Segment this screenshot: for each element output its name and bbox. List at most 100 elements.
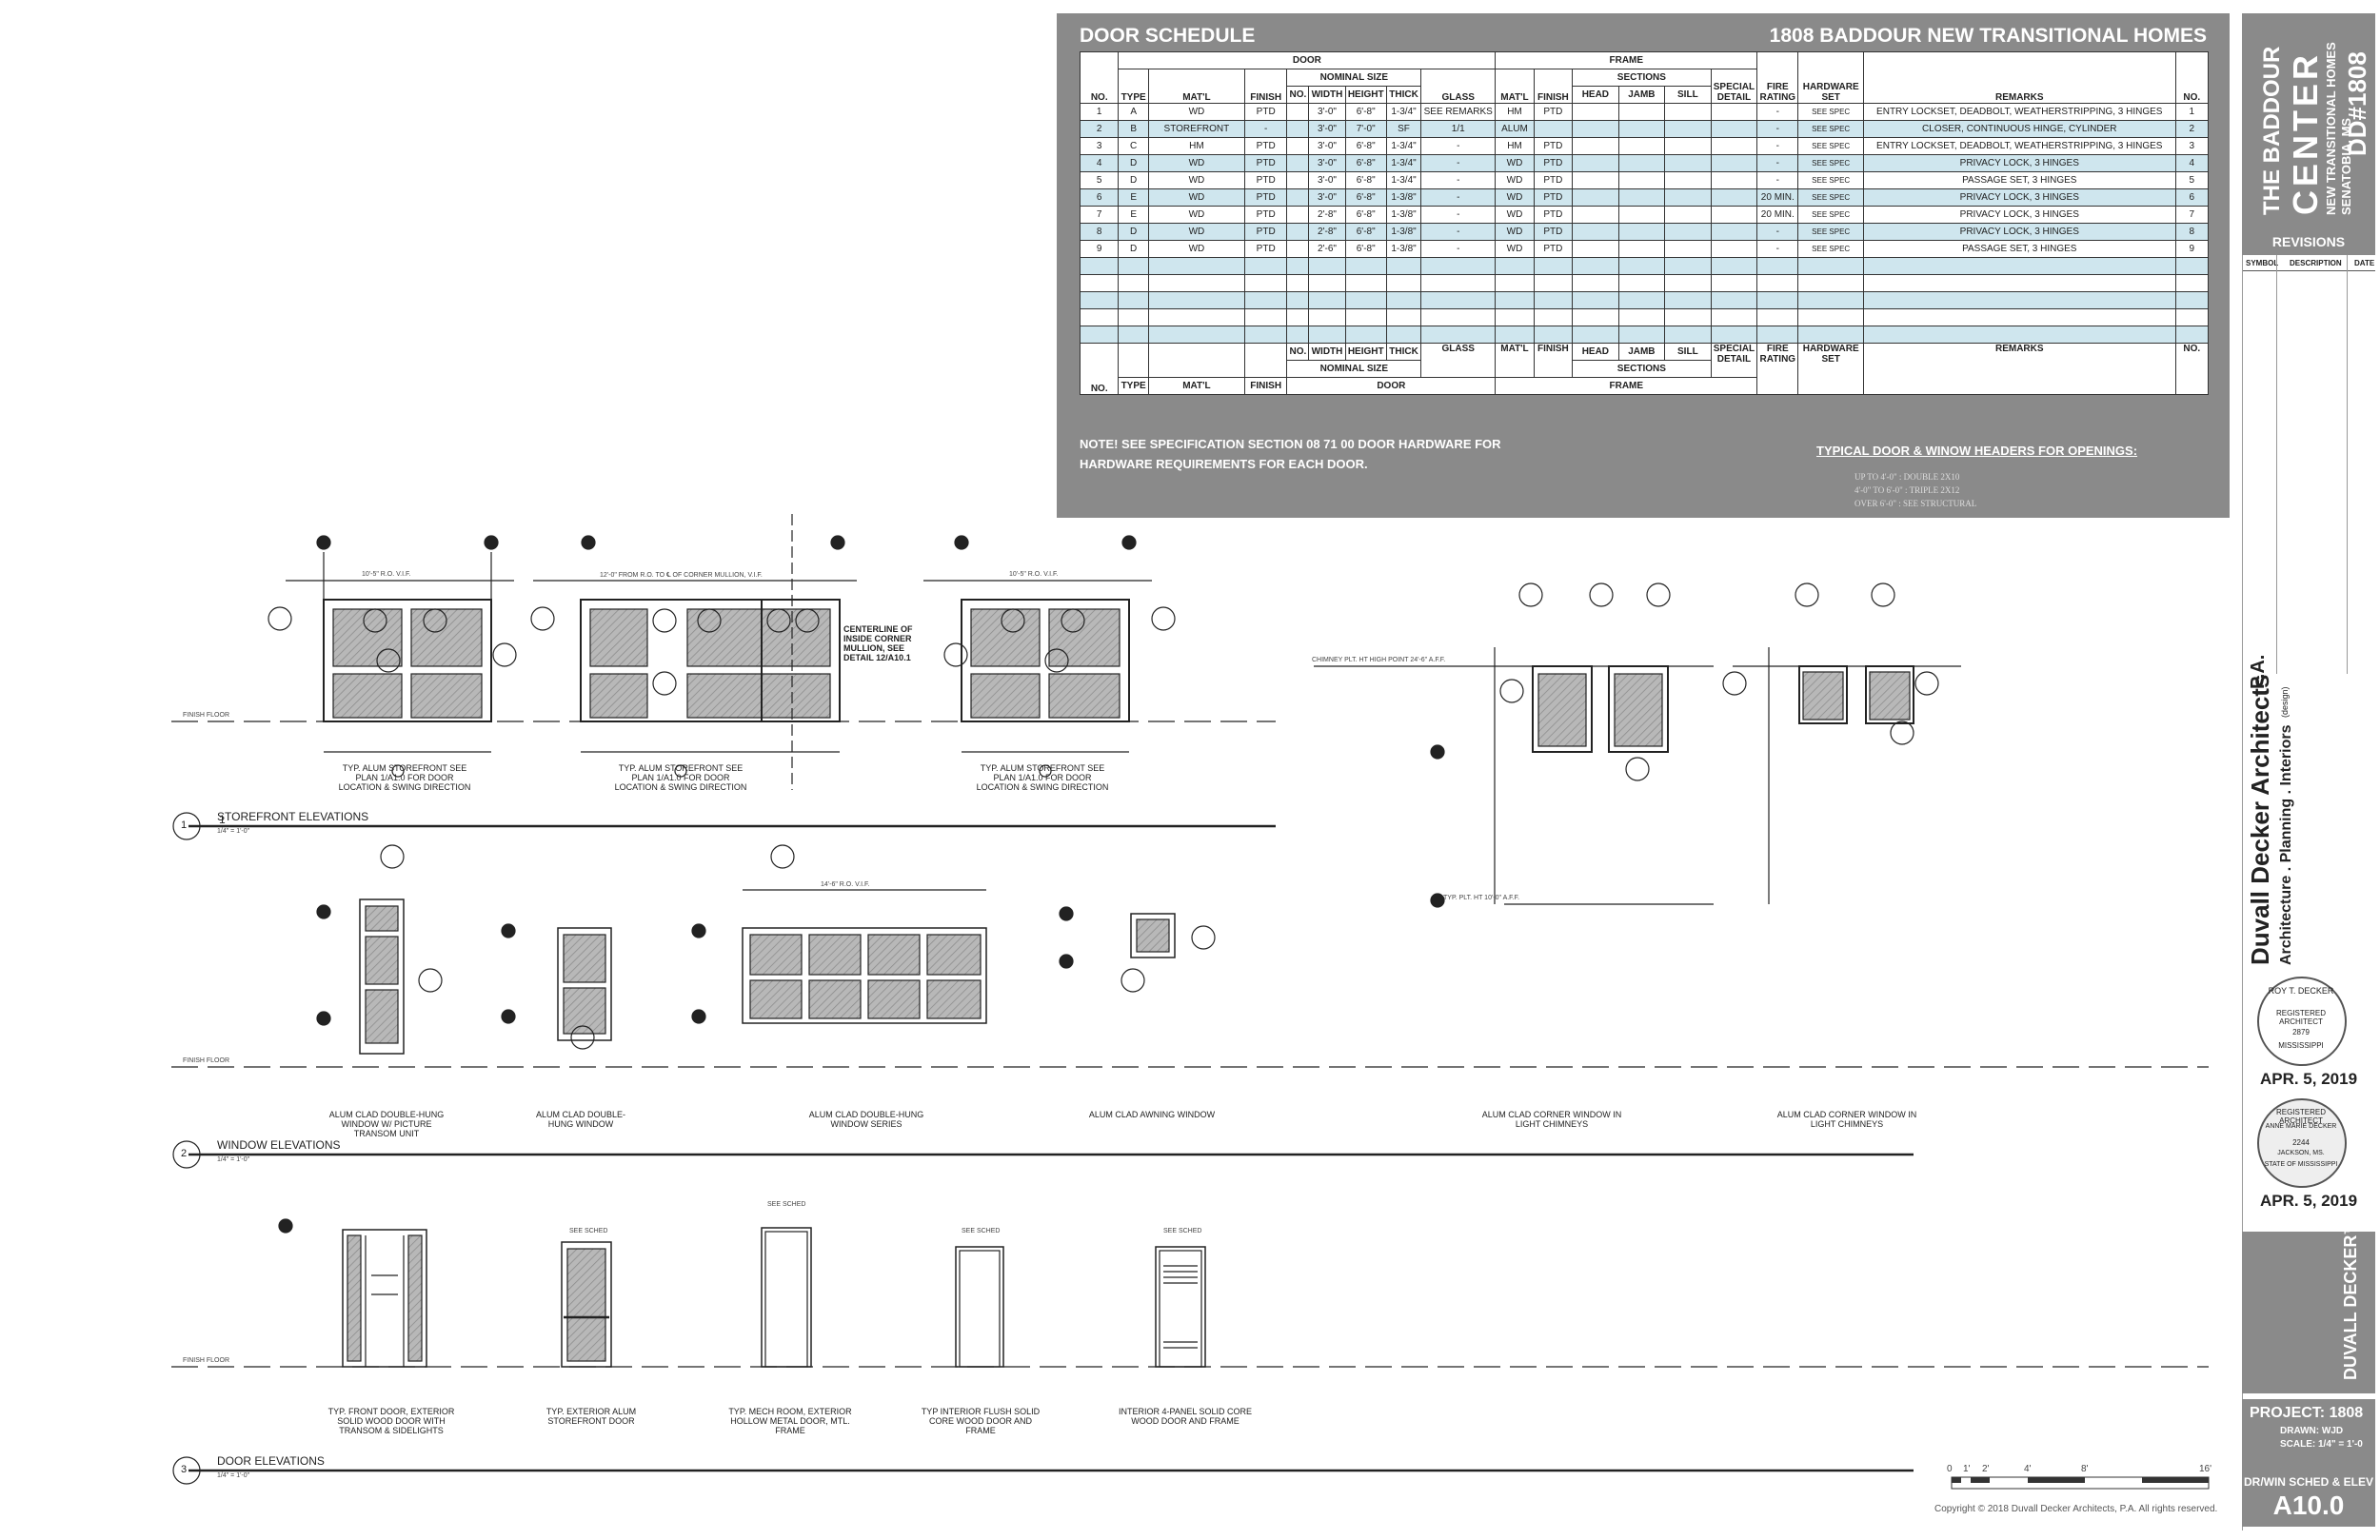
seal1-no: 2879 xyxy=(2292,1028,2310,1037)
chimney-window-elevation-2 xyxy=(1722,582,1961,904)
title-block: THE BADDOUR CENTER NEW TRANSITIONAL HOME… xyxy=(2242,13,2375,1530)
schedule-row xyxy=(1079,291,2209,309)
schedule-cell: PTD xyxy=(1533,188,1574,207)
schedule-project-title: 1808 BADDOUR NEW TRANSITIONAL HOMES xyxy=(1769,25,2207,47)
schedule-cell xyxy=(1572,120,1619,138)
schedule-cell xyxy=(1664,223,1712,241)
seal2-reg: REGISTERED ARCHITECT xyxy=(2275,1108,2326,1125)
schedule-cell: SF xyxy=(1385,120,1422,138)
foot-group-frame: FRAME xyxy=(1495,377,1758,395)
schedule-cell: WD xyxy=(1495,154,1535,172)
firm-suffix: P.A. xyxy=(2248,654,2269,689)
schedule-cell xyxy=(1710,188,1758,207)
schedule-cell xyxy=(1572,154,1619,172)
schedule-cell: PRIVACY LOCK, 3 HINGES xyxy=(1863,154,2176,172)
drawn-by: DRAWN: WJD xyxy=(2280,1426,2344,1436)
door-caption-d: TYP INTERIOR FLUSH SOLID CORE WOOD DOOR … xyxy=(921,1407,1041,1435)
section-2-marker xyxy=(172,1140,201,1169)
col-remarks: REMARKS xyxy=(1863,51,2176,104)
chimney-window-elevation-1 xyxy=(1314,582,1714,908)
schedule-cell: 2'-8" xyxy=(1308,223,1346,241)
rev-col-description: DESCRIPTION xyxy=(2290,259,2342,267)
schedule-cell: 1-3/4" xyxy=(1385,154,1422,172)
section-1-scale: 1/4" = 1'-0" xyxy=(217,828,250,835)
schedule-cell: PTD xyxy=(1243,188,1288,207)
schedule-cell xyxy=(1710,120,1758,138)
architect-seal-1 xyxy=(2257,977,2347,1066)
copyright: Copyright © 2018 Duvall Decker Architect… xyxy=(1934,1504,2218,1514)
schedule-row xyxy=(1079,257,2209,275)
sf-dim-1: 10'-5" R.O. V.I.F. xyxy=(362,571,411,578)
col-glass: GLASS xyxy=(1420,69,1497,104)
dd-number: DD#1808 xyxy=(2343,51,2371,156)
schedule-cell: 1/1 xyxy=(1420,120,1497,138)
schedule-cell xyxy=(1286,120,1310,138)
foot-no: NO. xyxy=(1079,343,1120,395)
schedule-cell: ALUM xyxy=(1495,120,1535,138)
sf-caption-3: TYP. ALUM STOREFRONT SEE PLAN 1/A1.0 FOR… xyxy=(976,763,1109,792)
schedule-cell: 6 xyxy=(1079,188,1120,207)
project-name-block xyxy=(2242,13,2375,223)
window-elevation-c xyxy=(691,844,987,1024)
brand-name: DUVALL DECKER™ xyxy=(2341,1217,2360,1380)
seal1-state: MISSISSIPPI xyxy=(2278,1041,2324,1050)
architect-seal-2 xyxy=(2257,1098,2347,1188)
schedule-cell: D xyxy=(1118,223,1149,241)
project-name-1: THE BADDOUR xyxy=(2259,46,2285,215)
seal2-state: STATE OF MISSISSIPPI xyxy=(2264,1161,2338,1168)
window-elevation-a xyxy=(316,844,443,1055)
see-sched-e: SEE SCHED xyxy=(1163,1228,1202,1234)
schedule-cell xyxy=(1572,223,1619,241)
foot-hardware: HARDWARE SET xyxy=(1797,343,1865,395)
revisions-header: REVISIONS xyxy=(2271,234,2346,249)
window-caption-f: ALUM CLAD CORNER WINDOW IN LIGHT CHIMNEY… xyxy=(1776,1110,1917,1129)
seal2-no: 2244 xyxy=(2292,1138,2310,1147)
schedule-cell: CLOSER, CONTINUOUS HINGE, CYLINDER xyxy=(1863,120,2176,138)
schedule-cell: D xyxy=(1118,154,1149,172)
scale-0: 0 xyxy=(1947,1464,1953,1474)
door-caption-c: TYP. MECH ROOM, EXTERIOR HOLLOW METAL DO… xyxy=(728,1407,852,1435)
schedule-cell xyxy=(1572,188,1619,207)
window-elevation-b xyxy=(501,923,612,1050)
sf-caption-2: TYP. ALUM STOREFRONT SEE PLAN 1/A1.0 FOR… xyxy=(614,763,747,792)
window-caption-d: ALUM CLAD AWNING WINDOW xyxy=(1088,1110,1216,1119)
schedule-cell: - xyxy=(1420,188,1497,207)
s2-num-label: 2 xyxy=(181,1148,188,1159)
seal1-reg: REGISTERED ARCHITECT xyxy=(2275,1009,2326,1026)
project-name-2: CENTER xyxy=(2286,50,2325,215)
section-2-title: WINDOW ELEVATIONS xyxy=(217,1138,341,1152)
foot-finish: FINISH xyxy=(1243,377,1288,395)
door-elevation-c xyxy=(761,1227,812,1368)
schedule-cell: 20 MIN. xyxy=(1756,188,1799,207)
schedule-cell xyxy=(1710,223,1758,241)
brand-logo xyxy=(2242,1232,2375,1393)
schedule-row xyxy=(1079,326,2209,344)
window-wide-dim: 14'-6" R.O. V.I.F. xyxy=(821,881,870,888)
door-elevation-b xyxy=(561,1241,612,1368)
foot-remarks: REMARKS xyxy=(1863,343,2176,395)
schedule-cell: 2 xyxy=(2174,120,2209,138)
chimney-height-label: CHIMNEY PLT. HT HIGH POINT 24'-6" A.F.F. xyxy=(1312,657,1446,663)
schedule-cell: E xyxy=(1118,188,1149,207)
section-3-title: DOOR ELEVATIONS xyxy=(217,1454,325,1468)
graphic-scale xyxy=(1951,1476,2210,1490)
firm-subtitle: Architecture . Planning . Interiors xyxy=(2278,724,2294,966)
foot-no-right: NO. xyxy=(2174,343,2209,395)
foot-fire: FIRE RATING xyxy=(1756,343,1799,395)
section-1-number: 1 xyxy=(219,813,226,826)
section-2-scale: 1/4" = 1'-0" xyxy=(217,1156,250,1163)
foot-matl: MAT'L xyxy=(1147,377,1245,395)
col-matl: MAT'L xyxy=(1147,69,1245,104)
project-sub: NEW TRANSITIONAL HOMES xyxy=(2324,42,2338,215)
window-caption-c: ALUM CLAD DOUBLE-HUNG WINDOW SERIES xyxy=(808,1110,924,1129)
schedule-cell xyxy=(1710,154,1758,172)
window-caption-b: ALUM CLAD DOUBLE-HUNG WINDOW xyxy=(535,1110,626,1129)
